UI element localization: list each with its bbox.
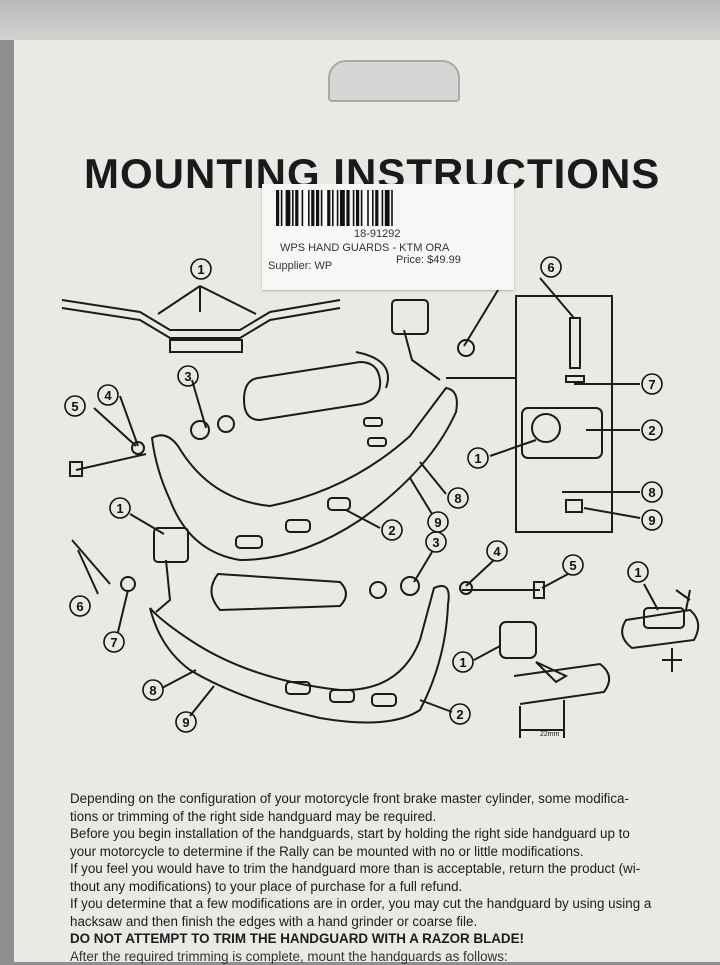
supplier-label: Supplier: WP: [268, 260, 332, 272]
barcode-bar: [281, 190, 283, 226]
callout-5-lower: 5: [569, 558, 576, 573]
barcode-bar: [286, 190, 291, 226]
instruction-line: Depending on the configuration of your m…: [70, 790, 720, 808]
barcode-bar: [332, 190, 334, 226]
bar-clamp: [170, 340, 242, 352]
callout-1-top: 1: [197, 262, 204, 277]
barcode-bar: [367, 190, 369, 226]
barcode-bar: [308, 190, 310, 226]
barcode-bar: [382, 190, 384, 226]
callout-4-lower: 4: [493, 544, 501, 559]
cutoff-line: After the required trimming is complete,…: [70, 948, 720, 965]
barcode-bar: [356, 190, 359, 226]
barcode-bar: [340, 190, 345, 226]
callout-2-lower: 2: [456, 707, 463, 722]
price-label: Price: $49.99: [396, 254, 461, 266]
callout-8-right: 8: [648, 485, 655, 500]
callout-2-right: 2: [648, 423, 655, 438]
measurement-label: 22mm: [540, 731, 560, 738]
callout-1-far-right: 1: [634, 565, 641, 580]
instruction-line: thout any modifications) to your place o…: [70, 878, 720, 896]
barcode-bar: [295, 190, 298, 226]
upper-bolt: [76, 454, 146, 470]
callout-2-upper: 2: [388, 523, 395, 538]
callout-8-lower: 8: [149, 683, 156, 698]
barcode-bar: [375, 190, 378, 226]
barcode-bar: [353, 190, 355, 226]
barcode-bar: [337, 190, 339, 226]
barcode-bar: [391, 190, 393, 226]
callout-7-left: 7: [110, 635, 117, 650]
callout-1-clamp: 1: [459, 655, 466, 670]
price-sticker: 18-91292 WPS HAND GUARDS - KTM ORA Suppl…: [262, 184, 514, 290]
product-name: WPS HAND GUARDS - KTM ORA: [280, 242, 449, 254]
detail-box: [516, 296, 612, 532]
callout-3-top: 3: [184, 369, 191, 384]
upper-grip: [244, 362, 380, 420]
instruction-text: Depending on the configuration of your m…: [70, 790, 720, 965]
instruction-line: Before you begin installation of the han…: [70, 825, 720, 843]
callout-1-left: 1: [116, 501, 123, 516]
callout-9-lower: 9: [182, 715, 189, 730]
barcode-bar: [302, 190, 304, 226]
barcode-bar: [372, 190, 374, 226]
barcode-bar: [361, 190, 363, 226]
callout-6-left: 6: [76, 599, 83, 614]
barcode-bar: [316, 190, 319, 226]
instruction-line: If you determine that a few modification…: [70, 895, 720, 913]
sku-number: 18-91292: [354, 228, 401, 240]
callout-9-upper: 9: [434, 515, 441, 530]
callout-6-right: 6: [547, 260, 554, 275]
barcode-bar: [346, 190, 349, 226]
barcode-bar: [385, 190, 390, 226]
barcode-bar: [321, 190, 323, 226]
callout-7-right: 7: [648, 377, 655, 392]
barcode-bar: [327, 190, 330, 226]
barcode: [276, 190, 456, 226]
lower-grip: [211, 574, 346, 610]
callout-9-right: 9: [648, 513, 655, 528]
barcode-bar: [292, 190, 294, 226]
callout-1-right: 1: [474, 451, 481, 466]
instruction-line: If you feel you would have to trim the h…: [70, 860, 720, 878]
callout-5-top: 5: [71, 399, 78, 414]
barcode-bar: [311, 190, 314, 226]
barcode-bar: [276, 190, 279, 226]
callout-8-upper: 8: [454, 491, 461, 506]
instruction-line: hacksaw and then finish the edges with a…: [70, 913, 720, 931]
instruction-line: tions or trimming of the right side hand…: [70, 808, 720, 826]
warning-text: DO NOT ATTEMPT TO TRIM THE HANDGUARD WIT…: [70, 930, 720, 948]
callout-4-top: 4: [104, 388, 112, 403]
callout-3-lower: 3: [432, 535, 439, 550]
instruction-line: your motorcycle to determine if the Rall…: [70, 843, 720, 861]
